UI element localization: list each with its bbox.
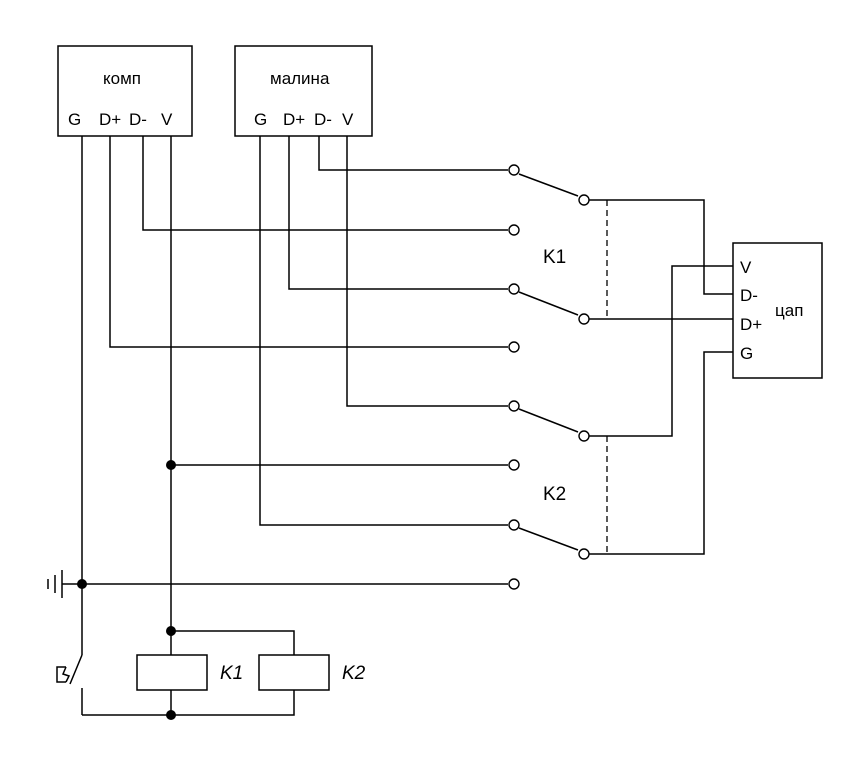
malina-pin-dminus: D- bbox=[314, 110, 332, 129]
komp-pin-dplus: D+ bbox=[99, 110, 121, 129]
switch-arm bbox=[69, 654, 83, 685]
malina-title: малина bbox=[270, 69, 330, 88]
relay-k1-contacts: K1 bbox=[508, 164, 608, 353]
malina-g-wire bbox=[259, 136, 508, 526]
k1-dminus-nc-terminal bbox=[508, 224, 520, 236]
komp-title: комп bbox=[103, 69, 141, 88]
komp-pin-g: G bbox=[68, 110, 81, 129]
malina-box bbox=[234, 45, 373, 137]
relay-k2-label: K2 bbox=[543, 484, 566, 505]
coil-top-wire bbox=[171, 630, 295, 655]
dac-pin-dplus: D+ bbox=[740, 315, 762, 334]
komp-wires bbox=[81, 136, 508, 715]
coil-bottom-junction-dot bbox=[166, 710, 176, 720]
komp-box bbox=[57, 45, 193, 137]
malina-v-wire bbox=[346, 136, 508, 407]
k2-v-arm bbox=[518, 408, 579, 433]
k2-v-nc-terminal bbox=[508, 459, 520, 471]
dac-title: цап bbox=[775, 301, 803, 320]
malina-dminus-wire bbox=[318, 136, 508, 171]
relay-k2-contacts: K2 bbox=[508, 400, 608, 590]
switch-actuator-spring bbox=[61, 666, 71, 683]
malina-pin-dplus: D+ bbox=[283, 110, 305, 129]
k2-v-common-terminal bbox=[578, 430, 590, 442]
k2-g-nc-terminal bbox=[508, 578, 520, 590]
relay-coils: K1 K2 bbox=[82, 626, 366, 720]
dac-block: V D- D+ G цап bbox=[732, 242, 823, 379]
push-button-switch bbox=[56, 654, 83, 715]
relay-k1-label: K1 bbox=[543, 247, 566, 268]
dac-dminus-wire bbox=[589, 199, 733, 295]
coil-k1 bbox=[136, 654, 208, 691]
coil-k1-label: K1 bbox=[220, 663, 243, 684]
k1-dplus-no-terminal bbox=[508, 283, 520, 295]
dac-g-wire bbox=[589, 351, 733, 555]
coil-bottom-wire bbox=[82, 690, 295, 716]
malina-pin-v: V bbox=[342, 110, 354, 129]
komp-dplus-wire bbox=[109, 136, 508, 348]
dac-wires bbox=[589, 199, 733, 555]
komp-pin-dminus: D- bbox=[129, 110, 147, 129]
ground-rail bbox=[47, 570, 508, 598]
k1-dplus-common-terminal bbox=[578, 313, 590, 325]
coil-k2 bbox=[258, 654, 330, 691]
malina-pin-g: G bbox=[254, 110, 267, 129]
switch-actuator bbox=[56, 666, 66, 683]
komp-dminus-wire bbox=[142, 136, 508, 231]
coil-top-junction-dot bbox=[166, 626, 176, 636]
k1-dminus-arm bbox=[518, 173, 579, 197]
dac-box bbox=[732, 242, 823, 379]
malina-wires bbox=[259, 136, 508, 526]
k1-dplus-nc-terminal bbox=[508, 341, 520, 353]
dac-pin-v: V bbox=[740, 258, 752, 277]
dac-pin-g: G bbox=[740, 344, 753, 363]
k2-v-no-terminal bbox=[508, 400, 520, 412]
dac-v-wire bbox=[589, 265, 733, 437]
coil-k2-label: K2 bbox=[342, 663, 366, 684]
k1-dplus-arm bbox=[518, 291, 579, 316]
malina-dplus-wire bbox=[288, 136, 508, 290]
malina-block: малина G D+ D- V bbox=[234, 45, 373, 137]
k2-g-arm bbox=[518, 527, 579, 551]
dac-pin-dminus: D- bbox=[740, 286, 758, 305]
komp-pin-v: V bbox=[161, 110, 173, 129]
k2-g-no-terminal bbox=[508, 519, 520, 531]
k1-dminus-no-terminal bbox=[508, 164, 520, 176]
ground-junction-dot bbox=[77, 579, 87, 589]
k1-dminus-common-terminal bbox=[578, 194, 590, 206]
k2-g-common-terminal bbox=[578, 548, 590, 560]
v-junction-dot bbox=[166, 460, 176, 470]
komp-block: комп G D+ D- V bbox=[57, 45, 193, 137]
